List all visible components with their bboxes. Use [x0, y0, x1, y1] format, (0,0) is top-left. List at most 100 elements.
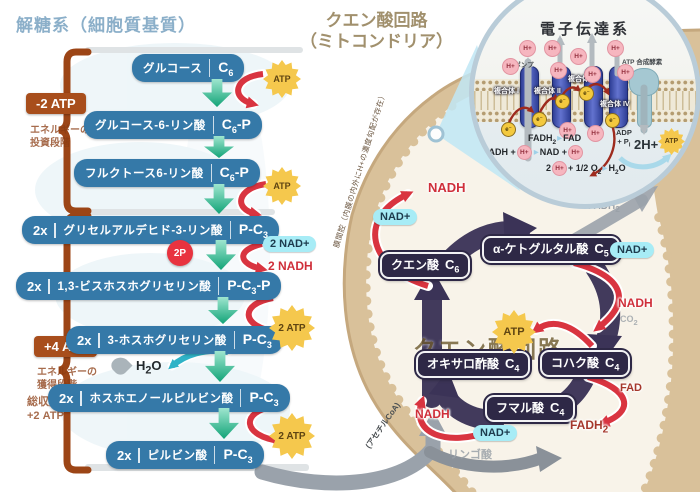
citrate-box: クエン酸 C6	[380, 252, 471, 279]
nad-plus-chip: 2 NAD+	[263, 236, 317, 252]
step-fructose-6-phosphate: フルクトース6-リン酸 C6-P	[74, 159, 260, 187]
atp-synthase-label: ATP 合成酵素	[622, 59, 663, 66]
compound-formula: C6-P	[210, 163, 249, 183]
cycle-nad-chip-1: NAD+	[373, 209, 418, 225]
fad-label: FAD	[563, 133, 582, 143]
compound-formula: C4	[605, 355, 620, 373]
two-label: 2	[546, 162, 552, 173]
step-multiplier: 2x	[33, 222, 57, 238]
electron-transport-chain-panel: 電子伝達系	[469, 0, 700, 209]
compound-name: α-ケトグルタル酸	[493, 242, 589, 256]
step-3-phosphoglycerate: 2x 3-ホスホグリセリン酸 P-C3	[66, 326, 283, 354]
malate-label: リンゴ酸	[448, 449, 492, 461]
nadh-row: NADH +H+▸NAD +H+	[482, 145, 584, 160]
step-glucose-6-phosphate: グルコース-6-リン酸 C6-P	[84, 111, 262, 139]
cycle-nad-chip-3: NAD+	[473, 425, 518, 441]
compound-formula: P-C3-P	[218, 276, 270, 296]
compound-name: オキサロ酢酸	[427, 357, 500, 371]
fad-label: FAD	[620, 382, 642, 394]
complex-iii-label: 複合体 III	[568, 76, 597, 83]
step-multiplier: 2x	[59, 390, 83, 406]
cycle-nadh-3: NADH	[415, 407, 450, 421]
phosphate-2p-badge: 2P	[167, 240, 193, 266]
step-13-bisphosphoglycerate: 2x 1,3-ビスホスホグリセリン酸 P-C3-P	[16, 272, 282, 300]
nadh-label: NADH +	[482, 146, 516, 157]
magnifier-anchor	[427, 125, 445, 143]
glycolysis-title: 解糖系（細胞質基質）	[16, 16, 196, 35]
compound-name: グルコース-6-リン酸	[95, 120, 206, 132]
compound-formula: P-C3	[240, 388, 279, 408]
compound-formula: C4	[550, 400, 565, 418]
step-multiplier: 2x	[77, 332, 101, 348]
compound-name: グルコース	[143, 63, 203, 75]
compound-formula: C6	[209, 58, 233, 78]
complex-ii-label: 複合体 II	[534, 88, 561, 95]
compound-formula: P-C3	[229, 220, 268, 240]
water-label: H2O	[136, 358, 162, 377]
etc-arrows	[505, 33, 672, 177]
proton-chip: H+	[552, 161, 568, 176]
fadh2-label: FADH2	[528, 133, 557, 146]
compound-name: クエン酸	[391, 258, 440, 272]
investment-atp-badge: -2 ATP	[26, 93, 86, 114]
step-glucose: グルコース C6	[132, 54, 245, 82]
compound-name: フマル酸	[496, 401, 545, 415]
proton-chip: H+	[502, 58, 519, 75]
proton-chip: H+	[519, 40, 536, 57]
compound-name: ホスホエノールピルビン酸	[89, 393, 234, 405]
citric-cycle-title: クエン酸回路 （ミトコンドリア）	[300, 11, 453, 52]
glycolysis-red-arrows	[233, 69, 286, 447]
compound-formula: C4	[505, 356, 520, 374]
electron-chip: e⁻	[579, 86, 594, 101]
branch-arrowhead	[536, 446, 562, 472]
proton-chip: H+	[570, 48, 587, 65]
fadh2-row: FADH2▸FAD	[528, 133, 581, 146]
half-o2-label: + 1/2 O2	[568, 162, 602, 176]
proton-return-arrow	[618, 153, 672, 170]
compound-name: ピルビン酸	[147, 450, 208, 462]
compound-name: グリセルアルデヒド-3-リン酸	[63, 225, 223, 237]
reaction-arrow-icon: ▸	[602, 162, 608, 174]
proton-chip: H+	[607, 40, 624, 57]
investment-phase-label: エネルギーの 投資段階	[30, 125, 90, 149]
reaction-arrow-icon: ▸	[533, 146, 539, 158]
succinate-box: コハク酸 C4	[540, 350, 631, 377]
cycle-nadh-2: NADH	[618, 296, 653, 310]
proton-chip: H+	[617, 64, 634, 81]
etc-title: 電子伝達系	[539, 21, 630, 38]
proton-chip: H+	[584, 66, 601, 83]
step-pyruvate: 2x ピルビン酸 P-C3	[106, 441, 264, 469]
compound-formula: C6-P	[212, 115, 251, 135]
step-multiplier: 2x	[117, 447, 141, 463]
electron-chip: e⁻	[501, 122, 516, 137]
adp-pi-label: ADP + Pi	[616, 128, 632, 149]
cycle-nadh-1: NADH	[428, 180, 466, 195]
compound-name: フルクトース6-リン酸	[85, 168, 204, 180]
step-multiplier: 2x	[27, 278, 51, 294]
two-h-plus-label: 2H+	[634, 137, 659, 152]
oxaloacetate-box: オキサロ酢酸 C4	[416, 351, 531, 378]
proton-chip: H+	[516, 145, 532, 160]
electron-chip: e⁻	[532, 112, 547, 127]
electron-chip: e⁻	[605, 113, 620, 128]
co2-label: CO2	[620, 314, 638, 327]
compound-name: 1,3-ビスホスホグリセリン酸	[57, 281, 212, 293]
step-glyceraldehyde-3-phosphate: 2x グリセルアルデヒド-3-リン酸 P-C3	[22, 216, 280, 244]
compound-formula: C6	[445, 257, 460, 275]
proton-chip: H+	[559, 122, 576, 139]
proton-chip: H+	[550, 62, 567, 79]
proton-chip: H+	[587, 125, 604, 142]
compound-name: コハク酸	[551, 356, 600, 370]
proton-chip: H+	[568, 145, 584, 160]
complex-iv-label: 複合体 IV	[600, 101, 630, 108]
fadh2-label: FADH2	[570, 418, 609, 436]
alpha-ketoglutarate-box: α-ケトグルタル酸 C5	[482, 236, 620, 263]
nad-label: NAD +	[539, 146, 568, 157]
nadh-label: 2 NADH	[268, 259, 313, 273]
cycle-nad-chip-2: NAD+	[610, 242, 655, 258]
proton-chip: H+	[544, 40, 561, 57]
compound-formula: P-C3	[214, 445, 253, 465]
step-phosphoenolpyruvate: 2x ホスホエノールピルビン酸 P-C3	[48, 384, 290, 412]
electron-chip: e⁻	[555, 94, 570, 109]
